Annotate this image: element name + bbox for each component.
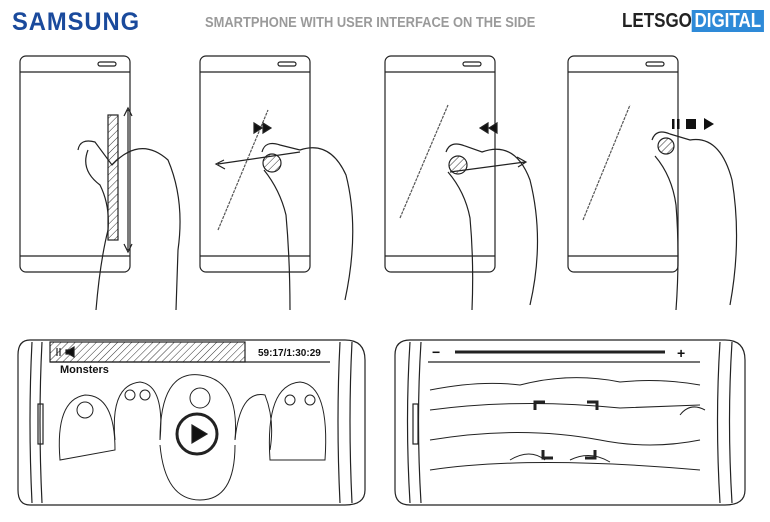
pause-icon xyxy=(672,119,675,129)
rewind-icon xyxy=(253,121,273,135)
zoom-out-button[interactable]: − xyxy=(432,344,440,360)
left-arrow-icon xyxy=(214,151,301,170)
hand xyxy=(445,143,539,311)
header: SAMSUNG SMARTPHONE WITH USER INTERFACE O… xyxy=(0,0,770,44)
video-title: Monsters xyxy=(60,364,109,376)
playback-icons xyxy=(672,118,714,130)
fastforward-icon xyxy=(478,121,498,135)
play-button[interactable] xyxy=(175,412,219,456)
pause-icon xyxy=(56,348,61,356)
side-touch-strip xyxy=(107,114,119,241)
volume-icon xyxy=(65,345,75,359)
phone-outline xyxy=(199,55,311,273)
phone-outline xyxy=(19,55,131,273)
stop-icon xyxy=(686,119,696,129)
hand xyxy=(77,140,181,311)
progress-bar[interactable] xyxy=(49,341,246,363)
hand xyxy=(651,131,738,311)
zoom-in-button[interactable]: + xyxy=(677,345,685,361)
hand xyxy=(261,142,354,311)
figure-playback-controls xyxy=(567,55,738,311)
figure-video-playback: 59:17/1:30:29 Monsters xyxy=(17,339,366,506)
phone-outline xyxy=(567,55,679,273)
samsung-logo: SAMSUNG xyxy=(12,8,141,36)
play-icon xyxy=(704,118,714,130)
figure-camera-zoom: − + xyxy=(394,339,746,506)
focus-frame xyxy=(533,400,599,460)
play-icon xyxy=(191,423,209,445)
time-readout: 59:17/1:30:29 xyxy=(258,348,321,359)
monsters-illustration xyxy=(58,374,327,501)
phone-outline xyxy=(384,55,496,273)
figure-rewind-gesture xyxy=(199,55,354,311)
figure-scroll-gesture xyxy=(19,55,181,311)
phone-landscape-outline xyxy=(17,339,366,506)
figure-fastforward-gesture xyxy=(384,55,539,311)
phone-landscape-outline xyxy=(394,339,746,506)
page-title: SMARTPHONE WITH USER INTERFACE ON THE SI… xyxy=(205,14,536,31)
vertical-arrow-icon xyxy=(123,106,133,254)
landscape-illustration xyxy=(429,377,706,471)
